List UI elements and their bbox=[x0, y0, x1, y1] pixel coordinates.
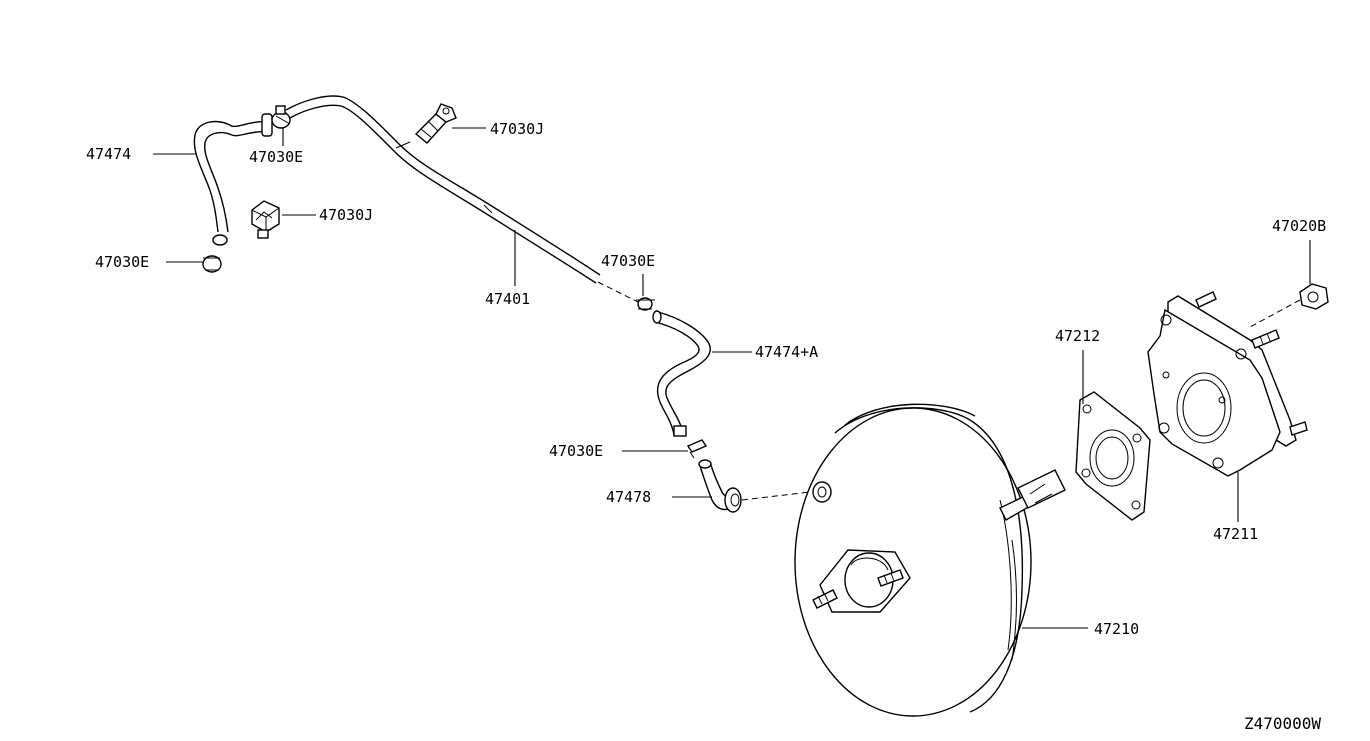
hose-47474 bbox=[193, 113, 273, 246]
gasket-47212 bbox=[1075, 391, 1151, 521]
callout-47030J-block: 47030J bbox=[319, 206, 373, 224]
callout-47030E-middle: 47030E bbox=[601, 252, 655, 270]
callout-47210: 47210 bbox=[1094, 620, 1139, 638]
figure-code: Z470000W bbox=[1244, 714, 1321, 733]
callout-47030J-tube: 47030J bbox=[490, 120, 544, 138]
clip-47030E-lower bbox=[686, 439, 708, 459]
brake-booster-47210 bbox=[794, 403, 1066, 717]
elbow-47478 bbox=[698, 459, 742, 513]
callout-47020B: 47020B bbox=[1272, 217, 1326, 235]
callout-47211: 47211 bbox=[1213, 525, 1258, 543]
callout-47478: 47478 bbox=[606, 488, 651, 506]
callout-47030E-upper: 47030E bbox=[249, 148, 303, 166]
callout-labels: 47474 47030E 47030J 47030J 47030E 47401 … bbox=[86, 120, 1326, 733]
leader-lines bbox=[153, 127, 1311, 629]
connector-47030J-tube bbox=[414, 103, 457, 144]
callout-47030E-lower: 47030E bbox=[549, 442, 603, 460]
spacer-plate-47211 bbox=[1147, 291, 1308, 477]
callout-47401: 47401 bbox=[485, 290, 530, 308]
callout-47474A: 47474+A bbox=[755, 343, 818, 361]
callout-47030E-left: 47030E bbox=[95, 253, 149, 271]
tube-47401 bbox=[285, 95, 601, 284]
valve-47030J-block bbox=[251, 200, 280, 239]
hose-47474A bbox=[652, 310, 711, 437]
callout-47212: 47212 bbox=[1055, 327, 1100, 345]
clip-47030E-upper bbox=[271, 105, 291, 129]
callout-47474: 47474 bbox=[86, 145, 131, 163]
nut-47020B bbox=[1299, 283, 1329, 310]
clip-47030E-middle bbox=[636, 297, 655, 311]
clip-47030E-lower-left bbox=[202, 255, 222, 273]
